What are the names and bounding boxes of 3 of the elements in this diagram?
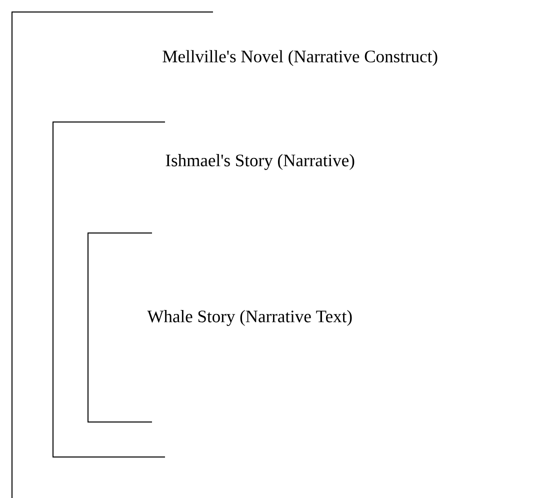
narrative-label: Mellville's Novel (Narrative Construct) [162,50,438,66]
narrative-label: Ishmael's Story (Narrative) [166,154,354,170]
narrative-label: Whale Story (Narrative Text) [147,310,352,326]
